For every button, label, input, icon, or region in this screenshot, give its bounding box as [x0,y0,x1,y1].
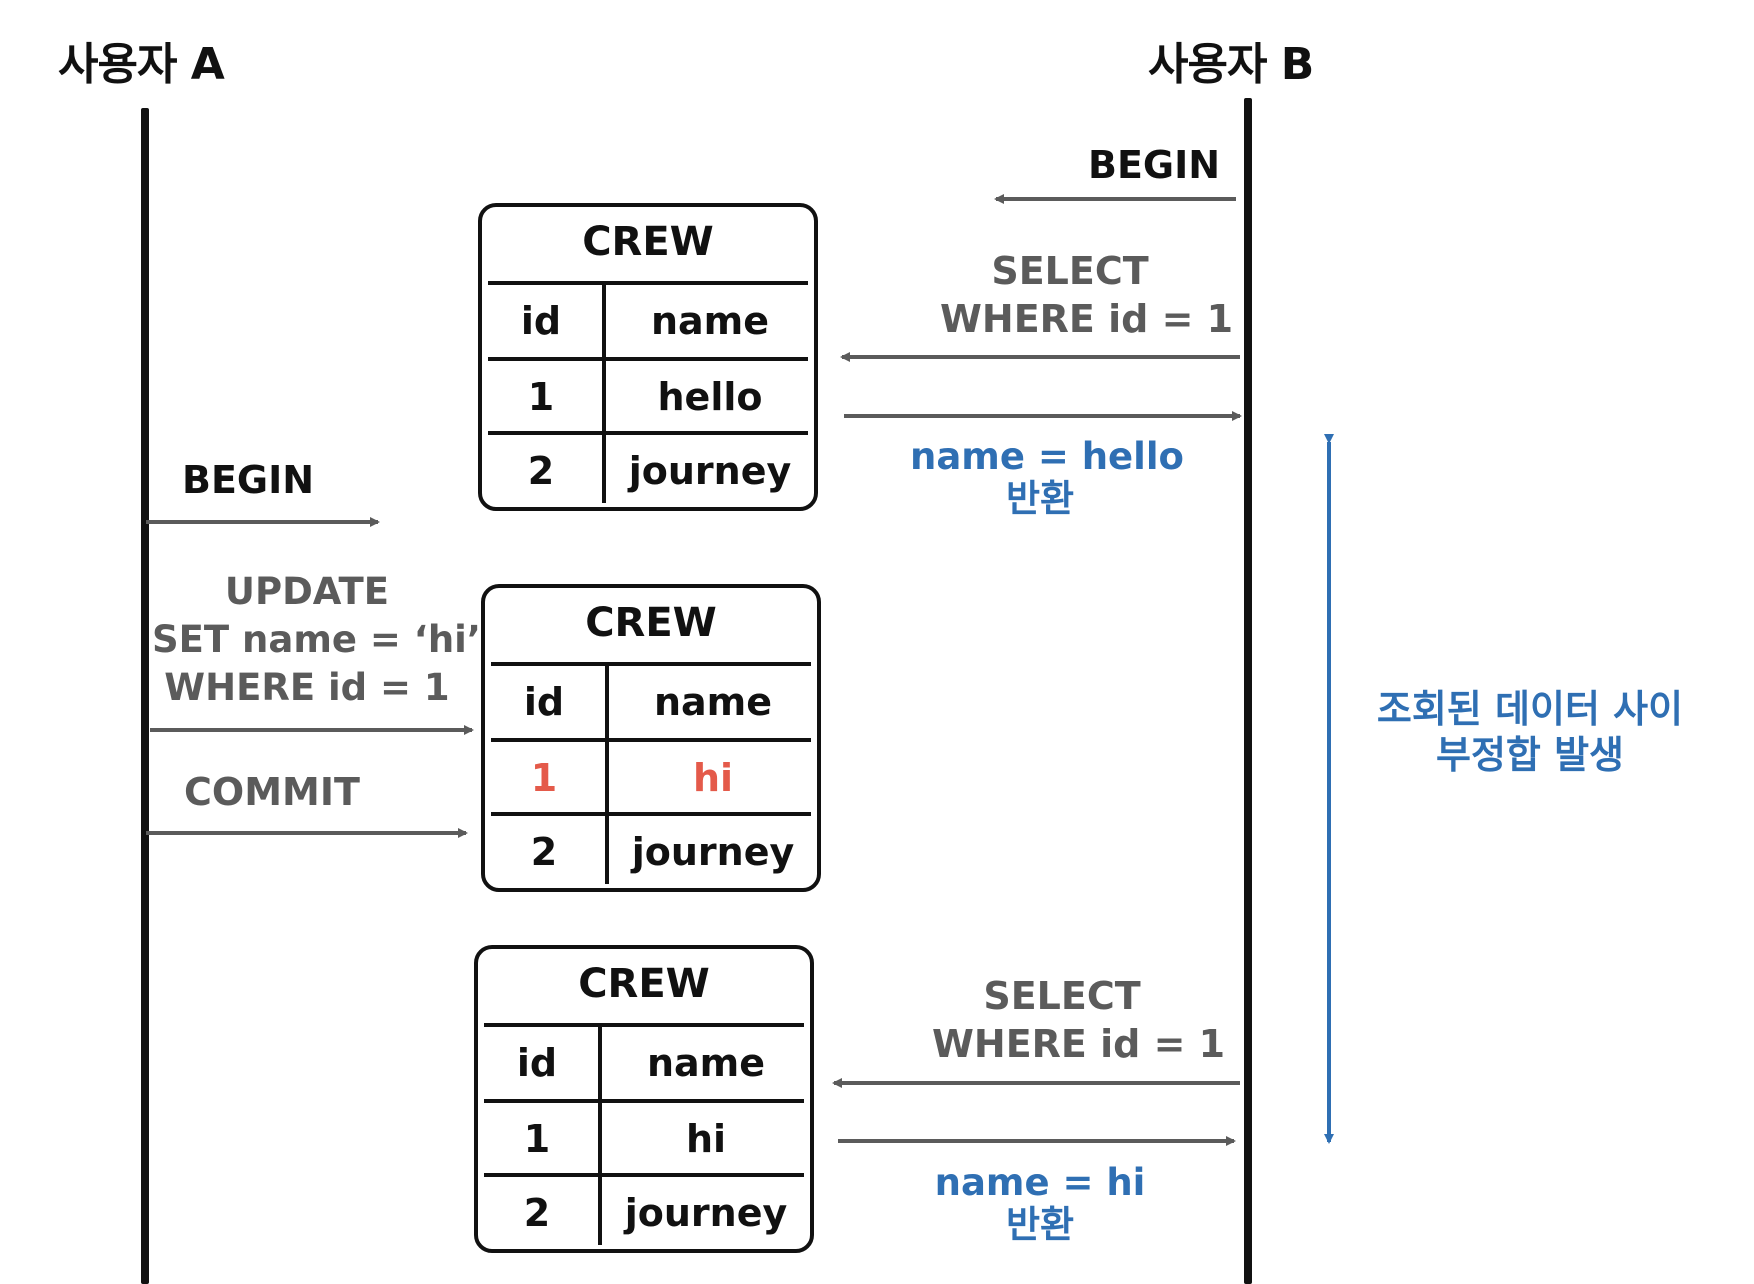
a-update-line2: SET name = ‘hi’ [152,618,481,661]
b-result2-line2: 반환 [1005,1203,1075,1246]
table-divider [488,431,808,435]
row-2-id: 2 [527,449,555,493]
table-divider [484,1023,804,1027]
b-result1-line1: name = hello [910,435,1184,478]
b-result2-line1: name = hi [934,1161,1146,1204]
b-select2-line2: WHERE id = 1 [932,1022,1226,1066]
table-divider [491,812,811,816]
user-b-title: 사용자 B [1148,39,1314,90]
b-select1-label: SELECT WHERE id = 1 [940,247,1234,343]
user-b-lifeline [1244,98,1252,1284]
row-2-name: journey [631,830,795,874]
row-1-id: 1 [523,1117,551,1161]
b-select2-line1: SELECT [983,974,1141,1018]
b-select1-line2: WHERE id = 1 [940,297,1234,341]
row-2-name: journey [628,449,792,493]
b-select1-line1: SELECT [991,249,1149,293]
annotation-line2: 부정합 발생 [1435,733,1625,777]
a-update-line1: UPDATE [224,570,390,613]
inconsistency-annotation: 조회된 데이터 사이 부정합 발생 [1370,686,1690,778]
table-divider [491,738,811,742]
b-begin-label: BEGIN [1088,143,1221,187]
a-update-label: UPDATE SET name = ‘hi’ WHERE id = 1 [152,568,481,712]
header-id: id [523,680,565,724]
annotation-line1: 조회된 데이터 사이 [1376,687,1684,731]
table-column-divider [598,1025,602,1245]
table-divider [491,662,811,666]
header-name: name [653,680,773,724]
b-result2-label: name = hi 반환 [910,1162,1170,1246]
user-a-lifeline [141,108,149,1284]
crew-table-3-title: CREW [578,961,710,1007]
table-divider [488,281,808,285]
a-begin-label: BEGIN [182,458,315,502]
a-update-line3: WHERE id = 1 [164,666,450,709]
row-2-id: 2 [530,830,558,874]
row-1-name: hi [685,1117,727,1161]
header-id: id [516,1041,558,1085]
row-1-id: 1 [527,375,555,419]
row-1-name: hello [657,375,763,419]
table-divider [484,1099,804,1103]
crew-table-3: CREW id name 1 hi 2 journey [474,945,814,1253]
b-select2-label: SELECT WHERE id = 1 [932,972,1226,1068]
a-commit-label: COMMIT [184,770,360,814]
table-divider [484,1173,804,1177]
crew-table-2: CREW id name 1 hi 2 journey [481,584,821,892]
crew-table-2-title: CREW [585,600,717,646]
user-a-title: 사용자 A [58,39,225,90]
header-name: name [646,1041,766,1085]
crew-table-1-title: CREW [582,219,714,265]
table-column-divider [602,283,606,503]
b-result1-line2: 반환 [1005,477,1075,520]
row-1-id-changed: 1 [530,756,558,800]
row-1-name-changed: hi [692,756,734,800]
row-2-name: journey [624,1191,788,1235]
b-result1-label: name = hello 반환 [910,435,1184,520]
table-divider [488,357,808,361]
crew-table-1: CREW id name 1 hello 2 journey [478,203,818,511]
row-2-id: 2 [523,1191,551,1235]
header-id: id [520,299,562,343]
table-column-divider [605,664,609,884]
header-name: name [650,299,770,343]
